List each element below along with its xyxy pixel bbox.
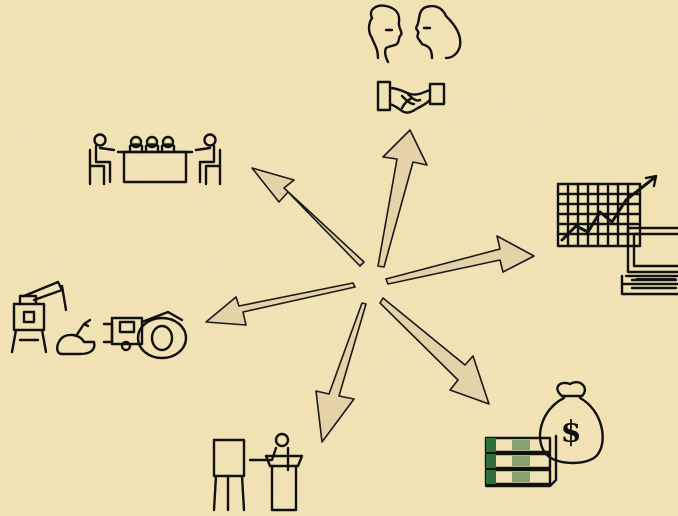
cash-print-3 [512, 472, 530, 482]
arrow-to-handshake [377, 129, 428, 268]
keyboard-keys [636, 278, 676, 281]
cash-print-1 [512, 440, 530, 450]
arrow-to-lectern [315, 302, 367, 443]
cash-band-2 [486, 454, 496, 468]
handshake-icon [376, 80, 446, 114]
cash-band-3 [486, 470, 496, 484]
arrow-to-construction [205, 282, 356, 326]
dollar-sign-label: $ [561, 415, 582, 450]
construction-equipment-icon [10, 280, 188, 360]
presentation-lectern-icon [212, 432, 304, 512]
cash-band-1 [486, 438, 496, 452]
filled-details [486, 278, 676, 484]
arrow-to-meeting [251, 167, 365, 267]
stock-chart-computer-icon [556, 174, 678, 296]
boardroom-meeting-icon [88, 133, 222, 186]
couple-faces-icon [367, 4, 462, 64]
arrow-to-money [379, 297, 490, 405]
cash-print-2 [512, 456, 530, 466]
arrow-to-stock-chart [385, 235, 535, 285]
